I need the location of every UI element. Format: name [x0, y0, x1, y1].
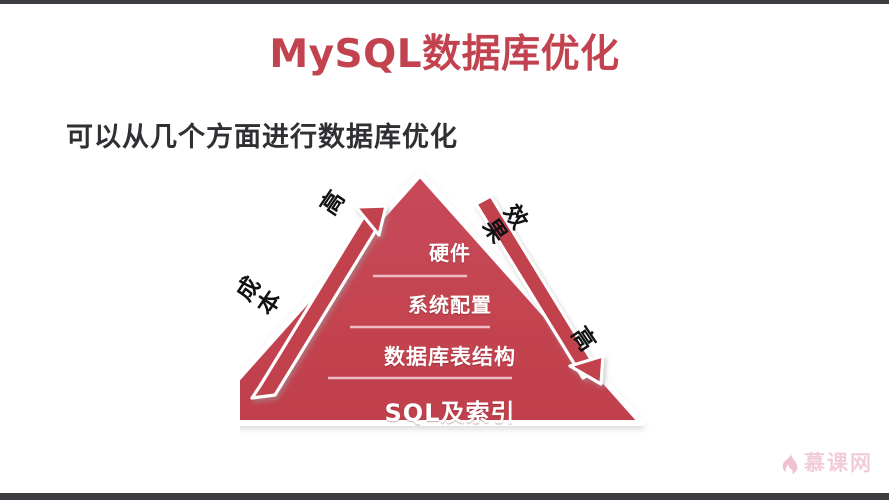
pyramid-graphic	[240, 171, 645, 426]
pyramid-diagram: 硬件 系统配置 数据库表结构 SQL及索引	[240, 169, 660, 444]
pyramid-dividers	[328, 274, 512, 380]
page-subtitle: 可以从几个方面进行数据库优化	[66, 122, 458, 153]
pyramid-level-system-config: 系统配置	[408, 293, 492, 317]
letterbox-bar-bottom	[0, 493, 889, 500]
pyramid-body	[240, 171, 645, 426]
slide-stage: MySQL数据库优化 可以从几个方面进行数据库优化	[0, 4, 889, 493]
flame-icon	[782, 452, 798, 474]
letterbox-bar-top	[0, 0, 889, 4]
pyramid-level-hardware: 硬件	[429, 241, 471, 265]
watermark: 慕课网	[779, 451, 873, 475]
watermark-text: 慕课网	[804, 450, 873, 475]
cost-arrow	[250, 204, 388, 400]
pyramid-level-sql-index: SQL及索引	[384, 399, 516, 427]
pyramid-level-db-schema: 数据库表结构	[384, 345, 516, 369]
effect-arrow	[474, 194, 605, 386]
page-title: MySQL数据库优化	[269, 32, 620, 77]
